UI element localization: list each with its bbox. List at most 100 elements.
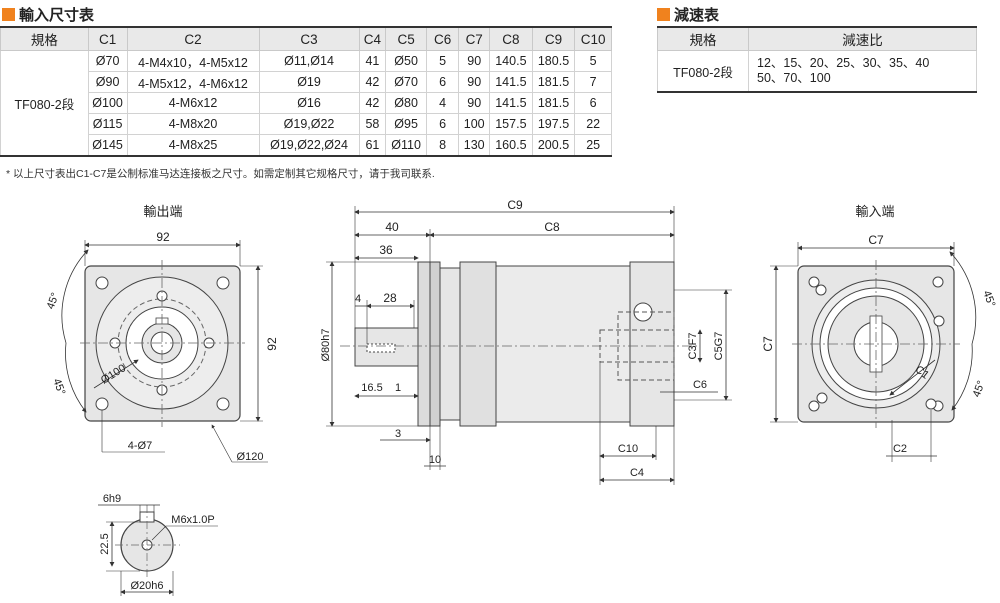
table-cell: 90 — [458, 71, 491, 93]
col-c8: C8 — [489, 26, 533, 51]
table-cell: 141.5 — [489, 71, 533, 93]
mount-hole-icon — [932, 276, 944, 288]
shaft-height-label: 22.5 — [99, 533, 111, 554]
side-body — [495, 265, 631, 423]
side-36-label: 36 — [379, 243, 393, 257]
side-28-label: 28 — [383, 291, 397, 305]
table-cell: 100 — [458, 113, 491, 135]
model-cell: TF080-2段 — [0, 50, 89, 157]
dimension-table-header: 規格 C1 C2 C3 C4 C5 C6 C7 C8 C9 C10 — [0, 26, 612, 51]
col-c4: C4 — [358, 26, 387, 51]
output-angle-1: 45° — [45, 291, 62, 311]
side-motor-flange — [629, 261, 675, 427]
side-4-label: 4 — [355, 293, 361, 305]
table-cell: Ø80 — [385, 92, 427, 114]
dimension-table-title: 輸入尺寸表 — [2, 4, 94, 25]
side-pilot-label: Ø80h7 — [320, 328, 332, 361]
mount-hole-icon — [808, 276, 820, 288]
side-pilot — [417, 261, 431, 427]
table-cell: Ø95 — [385, 113, 427, 135]
output-height-label: 92 — [265, 337, 279, 351]
shaft-detail-view: 6h9 M6x1.0P 22.5 Ø20h6 — [98, 493, 218, 596]
table-cell: 6 — [425, 113, 460, 135]
mount-hole-icon — [216, 397, 230, 411]
orange-square-icon — [2, 8, 15, 21]
dimension-table-title-text: 輸入尺寸表 — [19, 7, 95, 24]
side-c4-label: C4 — [630, 467, 644, 479]
table-cell: Ø70 — [385, 71, 427, 93]
table-cell: 8 — [425, 134, 460, 157]
table-cell: 130 — [458, 134, 491, 157]
table-cell: 200.5 — [531, 134, 576, 157]
table-cell: 180.5 — [531, 50, 576, 72]
table-cell: Ø115 — [87, 113, 128, 135]
side-view: C9 40 C8 36 4 28 Ø80h7 16.5 1 3 10 — [320, 198, 732, 485]
side-c5-label: C5G7 — [713, 332, 725, 361]
output-holes-label: 4-Ø7 — [128, 440, 152, 452]
input-end-view: 輸入端 C7 C7 45° 45° C1 — [761, 204, 997, 462]
reduction-table-header: 規格 減速比 — [657, 26, 977, 51]
table-cell: 160.5 — [489, 134, 533, 157]
col-model: 規格 — [0, 26, 89, 51]
model-cell: TF080-2段 — [657, 50, 749, 93]
side-c9-label: C9 — [507, 198, 523, 212]
side-c3-label: C3F7 — [687, 333, 699, 360]
side-c10-label: C10 — [618, 443, 638, 455]
output-end-view: 輸出端 92 92 45° 45° Ø100 — [45, 204, 279, 463]
side-3-label: 3 — [395, 428, 401, 440]
table-row: TF080-2段 12、15、20、25、30、35、40 50、70、100 — [657, 50, 977, 93]
table-cell: 25 — [574, 134, 612, 157]
mount-hole-icon — [95, 276, 109, 290]
table-cell: 22 — [574, 113, 612, 135]
table-cell: Ø90 — [87, 71, 128, 93]
output-width-label: 92 — [156, 230, 170, 244]
col-c3: C3 — [258, 26, 360, 51]
output-flange-label: Ø120 — [237, 451, 264, 463]
reduction-table-title: 減速表 — [657, 4, 719, 25]
shaft-thread-label: M6x1.0P — [171, 514, 214, 526]
col-ratio: 減速比 — [748, 26, 977, 51]
col-model: 規格 — [657, 26, 749, 51]
side-10-label: 10 — [429, 454, 441, 466]
mount-hole-icon — [808, 400, 820, 412]
output-angle-2: 45° — [50, 377, 67, 397]
side-165-label: 16.5 — [361, 382, 382, 394]
ratio-line-2: 50、70、100 — [757, 71, 831, 85]
shaft-key-label: 6h9 — [103, 493, 121, 505]
side-1-label: 1 — [395, 382, 401, 394]
input-c2-label: C2 — [893, 443, 907, 455]
table-cell: 4-M4x10，4-M5x12 — [126, 50, 260, 72]
input-angle-2: 45° — [971, 379, 988, 399]
output-view-title: 輸出端 — [143, 204, 182, 219]
table-cell: 157.5 — [489, 113, 533, 135]
table-cell: 4-M8x20 — [126, 113, 260, 135]
table-cell: Ø19,Ø22 — [258, 113, 360, 135]
footnote: * 以上尺寸表出C1-C7是公制标准马达连接板之尺寸。如需定制其它规格尺寸，请于… — [6, 168, 435, 180]
reduction-table-title-text: 減速表 — [674, 7, 720, 24]
table-cell: 90 — [458, 50, 491, 72]
input-view-title: 輸入端 — [855, 204, 894, 219]
col-c9: C9 — [531, 26, 576, 51]
col-c6: C6 — [425, 26, 460, 51]
input-c7-height-label: C7 — [761, 336, 775, 352]
col-c10: C10 — [574, 26, 612, 51]
table-cell: 4-M8x25 — [126, 134, 260, 157]
ratio-cell: 12、15、20、25、30、35、40 50、70、100 — [748, 50, 977, 93]
table-cell: Ø19,Ø22,Ø24 — [258, 134, 360, 157]
table-cell: 197.5 — [531, 113, 576, 135]
table-cell: Ø110 — [385, 134, 427, 157]
table-cell: 61 — [358, 134, 387, 157]
mount-hole-icon — [95, 397, 109, 411]
reduction-table: 規格 減速比 TF080-2段 12、15、20、25、30、35、40 50、… — [657, 26, 977, 93]
side-c6-label: C6 — [693, 379, 707, 391]
input-angle-1: 45° — [980, 289, 997, 309]
input-c7-width-label: C7 — [868, 233, 884, 247]
dimension-table: 規格 C1 C2 C3 C4 C5 C6 C7 C8 C9 C10 TF080-… — [0, 26, 612, 157]
shaft-dia-label: Ø20h6 — [130, 580, 163, 592]
mount-hole-icon — [216, 276, 230, 290]
